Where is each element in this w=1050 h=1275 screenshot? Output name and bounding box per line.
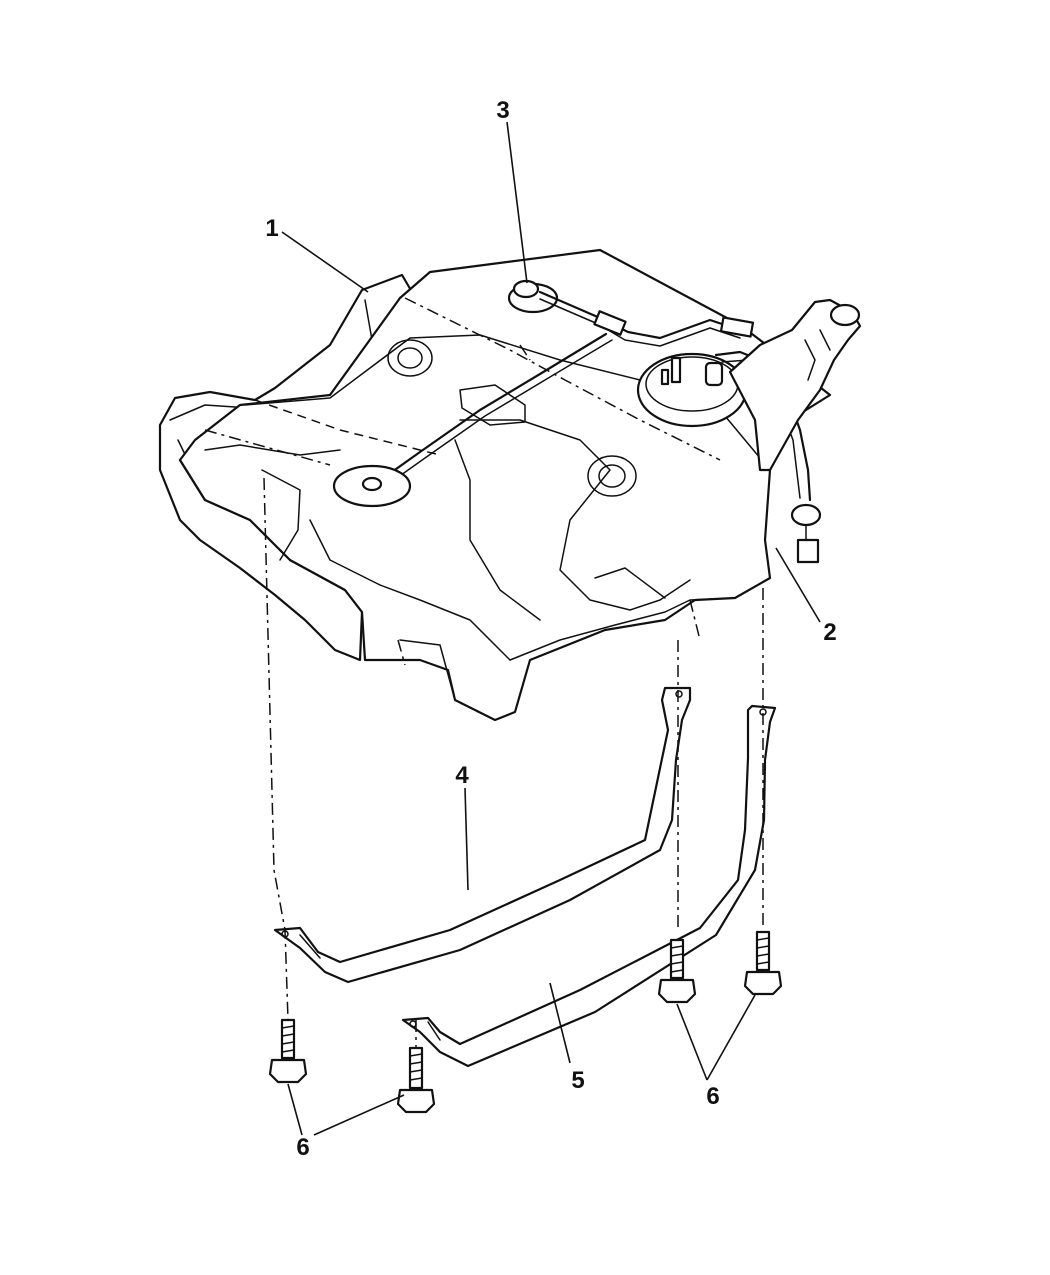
bolt-front-left bbox=[268, 1018, 308, 1084]
filler-neck bbox=[728, 298, 862, 472]
alignment-lines bbox=[263, 477, 764, 1048]
leader-lines bbox=[281, 121, 821, 1136]
callout-1: 1 bbox=[265, 215, 278, 242]
bolt-rear-right bbox=[743, 930, 783, 996]
callout-5: 5 bbox=[571, 1067, 584, 1094]
front-tank-strap bbox=[273, 686, 692, 984]
bolt-rear-left bbox=[396, 1046, 436, 1114]
callout-6-right: 6 bbox=[706, 1083, 719, 1110]
rollover-valve-lines bbox=[332, 279, 755, 508]
callout-4: 4 bbox=[455, 762, 469, 789]
bolt-front-right bbox=[657, 938, 697, 1004]
callout-6-left: 6 bbox=[296, 1134, 309, 1161]
callout-3: 3 bbox=[496, 97, 509, 124]
callout-2: 2 bbox=[823, 619, 836, 646]
